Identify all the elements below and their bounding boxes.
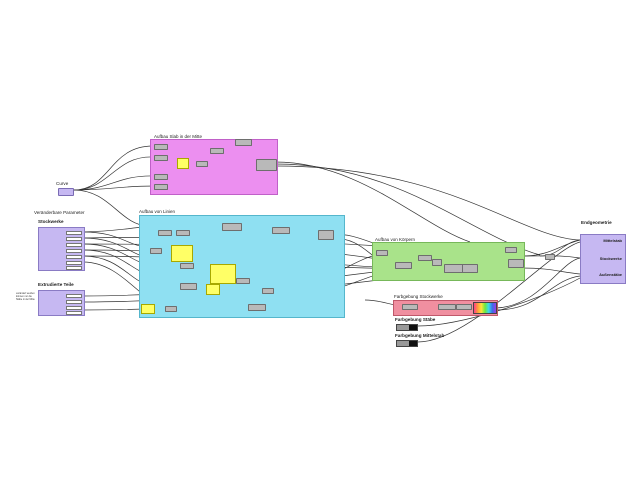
- curve-param[interactable]: [58, 188, 74, 196]
- component[interactable]: [196, 161, 208, 167]
- param-slider-3[interactable]: [66, 243, 82, 248]
- component[interactable]: [444, 264, 464, 273]
- group-aufbau-koerpern[interactable]: [372, 242, 525, 281]
- params-title: Veränderbare Parameter: [34, 210, 85, 215]
- param-slider-2[interactable]: [66, 237, 82, 242]
- component[interactable]: [395, 262, 412, 269]
- param-slider-6[interactable]: [66, 261, 82, 266]
- component[interactable]: [256, 159, 277, 171]
- extrude-slider-3[interactable]: [66, 306, 82, 311]
- component[interactable]: [456, 304, 472, 310]
- extrude-slider-1[interactable]: [66, 294, 82, 299]
- extrudierte-title: Extrudierte Teile: [38, 282, 74, 287]
- group-farbgebung-stockwerke-title: Farbgebung Stockwerke: [394, 294, 443, 299]
- component[interactable]: [318, 230, 334, 240]
- group-aufbau-koerpern-title: Aufbau von Körpern: [375, 237, 416, 242]
- component[interactable]: [272, 227, 290, 234]
- component[interactable]: [236, 278, 250, 284]
- stockwerke-params-panel[interactable]: [38, 227, 85, 271]
- component[interactable]: [438, 304, 456, 310]
- component[interactable]: [210, 148, 224, 154]
- group-aufbau-slab-title: Aufbau Slab in der Mitte: [154, 134, 203, 139]
- component[interactable]: [432, 259, 442, 266]
- param-slider-4[interactable]: [66, 249, 82, 254]
- component[interactable]: [402, 304, 418, 310]
- note-panel[interactable]: [177, 158, 189, 169]
- note-panel[interactable]: [141, 304, 155, 314]
- component[interactable]: [154, 174, 168, 180]
- output-aussenstaebe[interactable]: Außenstäbe: [599, 272, 622, 277]
- group-aufbau-linien[interactable]: [139, 215, 345, 318]
- swatch-mittelstab[interactable]: [396, 340, 418, 347]
- extrudierte-params-panel[interactable]: [38, 290, 85, 316]
- endgeometrie-panel[interactable]: Mittelstab Stockwerke Außenstäbe: [580, 234, 626, 284]
- group-aufbau-linien-title: Aufbau von Linien: [139, 209, 176, 214]
- component[interactable]: [154, 184, 168, 190]
- farbgebung-staebe-label: Farbgebung Stäbe: [395, 317, 436, 322]
- relay-node[interactable]: [545, 254, 555, 260]
- output-mittelstab[interactable]: Mittelstab: [603, 238, 622, 243]
- component[interactable]: [176, 230, 190, 236]
- component[interactable]: [180, 283, 197, 290]
- stockwerke-title: Stockwerke: [38, 219, 64, 224]
- farbgebung-mittelstab-label: Farbgebung Mittelstab: [395, 333, 445, 338]
- output-stockwerke[interactable]: Stockwerke: [599, 256, 622, 261]
- component[interactable]: [154, 144, 168, 150]
- note-panel[interactable]: [206, 284, 220, 295]
- component[interactable]: [376, 250, 388, 256]
- param-slider-1[interactable]: [66, 231, 82, 236]
- note-panel[interactable]: [171, 245, 193, 262]
- endgeometrie-title: Endgeometrie: [581, 220, 612, 225]
- side-note: verändert werden können nur die Stäbe in…: [16, 292, 35, 301]
- param-slider-7[interactable]: [66, 266, 82, 271]
- component[interactable]: [180, 263, 194, 269]
- component[interactable]: [150, 248, 162, 254]
- note-panel[interactable]: [210, 264, 236, 284]
- curve-label: Curve: [56, 181, 69, 186]
- component[interactable]: [508, 259, 524, 268]
- component[interactable]: [165, 306, 177, 312]
- component[interactable]: [505, 247, 517, 253]
- component[interactable]: [248, 304, 266, 311]
- extrude-slider-2[interactable]: [66, 300, 82, 305]
- component[interactable]: [462, 264, 478, 273]
- component[interactable]: [418, 255, 432, 261]
- component[interactable]: [154, 155, 168, 161]
- component[interactable]: [158, 230, 172, 236]
- param-slider-5[interactable]: [66, 255, 82, 260]
- component[interactable]: [235, 139, 252, 146]
- component[interactable]: [262, 288, 274, 294]
- swatch-staebe[interactable]: [396, 324, 418, 331]
- extrude-slider-4[interactable]: [66, 311, 82, 316]
- color-gradient[interactable]: [473, 302, 497, 314]
- component[interactable]: [222, 223, 242, 231]
